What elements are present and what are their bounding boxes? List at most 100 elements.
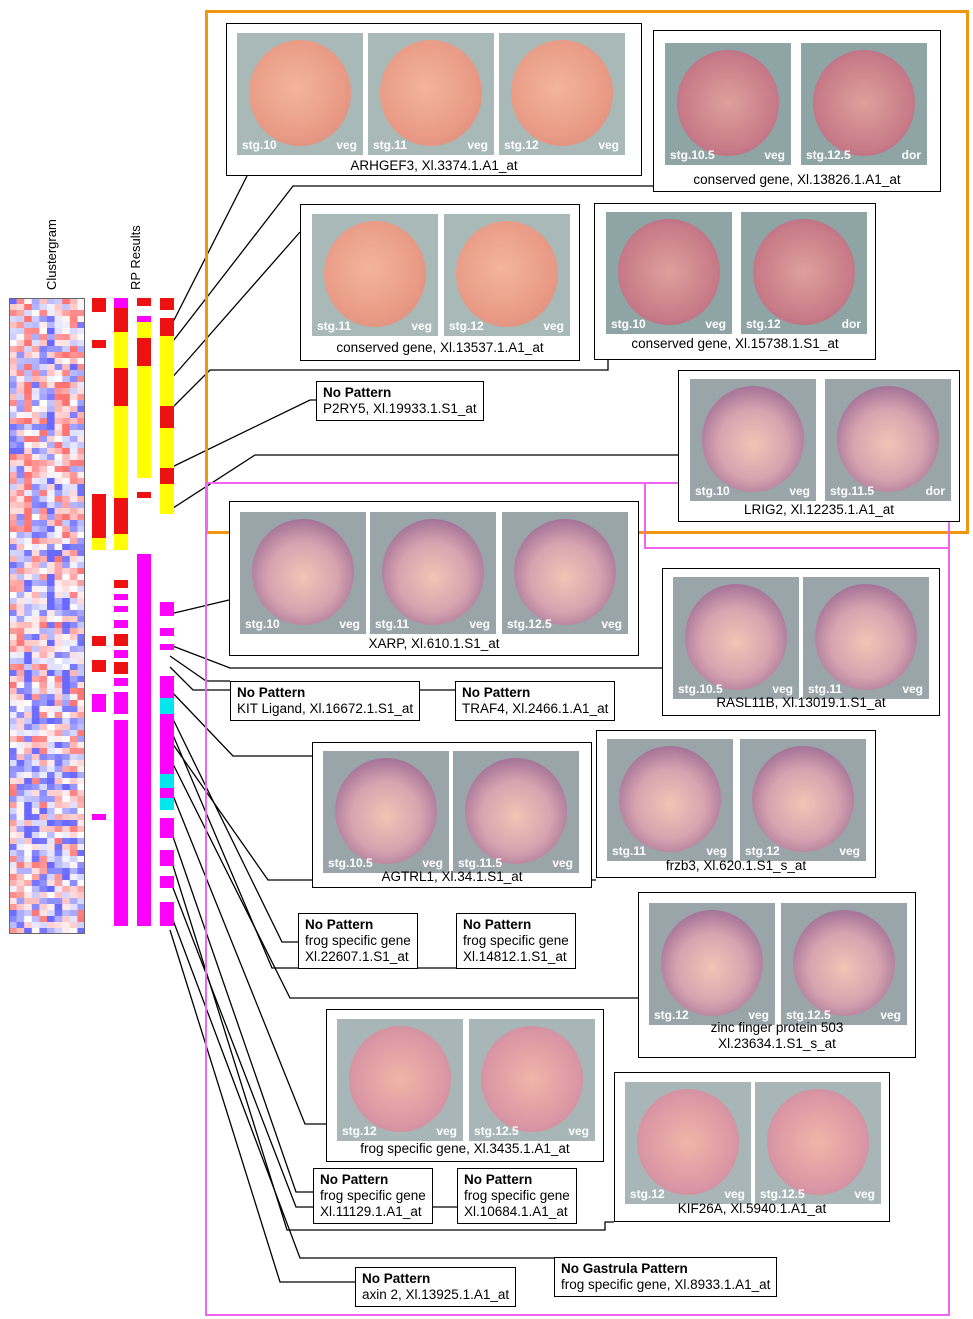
- heatmap-cell: [62, 436, 71, 443]
- heatmap-cell: [31, 562, 40, 569]
- heatmap-cell: [54, 436, 63, 443]
- rp-result-block: [160, 602, 174, 616]
- clustergram-label: Clustergram: [44, 219, 59, 290]
- heatmap-cell: [62, 820, 71, 827]
- heatmap-cell: [9, 832, 17, 839]
- heatmap-cell: [69, 400, 78, 407]
- heatmap-cell: [77, 874, 85, 881]
- heatmap-cell: [77, 658, 85, 665]
- heatmap-cell: [31, 502, 40, 509]
- heatmap-cell: [69, 448, 78, 455]
- heatmap-cell: [24, 856, 33, 863]
- heatmap-cell: [77, 760, 85, 767]
- heatmap-cell: [24, 724, 33, 731]
- heatmap-cell: [47, 724, 55, 731]
- heatmap-cell: [16, 664, 25, 671]
- heatmap-cell: [69, 676, 78, 683]
- heatmap-cell: [54, 508, 63, 515]
- heatmap-cell: [54, 832, 63, 839]
- heatmap-cell: [24, 406, 33, 413]
- embryo-shape: [813, 50, 915, 156]
- heatmap-cell: [69, 832, 78, 839]
- heatmap-cell: [39, 670, 48, 677]
- heatmap-cell: [39, 490, 48, 497]
- heatmap-cell: [54, 364, 63, 371]
- heatmap-cell: [69, 580, 78, 587]
- heatmap-cell: [69, 304, 78, 311]
- heatmap-cell: [47, 886, 55, 893]
- heatmap-cell: [39, 706, 48, 713]
- heatmap-cell: [31, 754, 40, 761]
- panel-caption: zinc finger protein 503: [710, 1020, 844, 1035]
- heatmap-cell: [9, 394, 17, 401]
- heatmap-cell: [9, 358, 17, 365]
- rp-result-block: [114, 406, 128, 498]
- heatmap-cell: [69, 766, 78, 773]
- heatmap-cell: [62, 922, 71, 929]
- heatmap-cell: [62, 670, 71, 677]
- rp-result-block: [114, 620, 128, 628]
- heatmap-cell: [9, 748, 17, 755]
- heatmap-cell: [54, 928, 63, 934]
- heatmap-cell: [69, 358, 78, 365]
- heatmap-cell: [24, 472, 33, 479]
- embryo-shape: [465, 758, 567, 864]
- heatmap-cell: [69, 838, 78, 845]
- heatmap-cell: [47, 424, 55, 431]
- embryo-shape: [815, 584, 917, 690]
- stage-label: stg.10.5: [678, 682, 723, 696]
- heatmap-cell: [62, 538, 71, 545]
- stage-label: stg.10: [611, 317, 646, 331]
- heatmap-cell: [54, 652, 63, 659]
- heatmap-cell: [31, 796, 40, 803]
- stage-label: stg.10.5: [328, 856, 373, 870]
- heatmap-cell: [9, 346, 17, 353]
- heatmap-cell: [62, 400, 71, 407]
- heatmap-cell: [24, 598, 33, 605]
- heatmap-cell: [54, 682, 63, 689]
- no-pattern-title: No Pattern: [237, 685, 306, 700]
- heatmap-cell: [31, 322, 40, 329]
- heatmap-cell: [47, 346, 55, 353]
- heatmap-cell: [69, 928, 78, 934]
- heatmap-cell: [77, 868, 85, 875]
- heatmap-cell: [24, 664, 33, 671]
- heatmap-cell: [54, 424, 63, 431]
- heatmap-cell: [69, 634, 78, 641]
- heatmap-cell: [24, 652, 33, 659]
- heatmap-cell: [31, 466, 40, 473]
- heatmap-cell: [24, 898, 33, 905]
- heatmap-cell: [16, 490, 25, 497]
- heatmap-cell: [69, 550, 78, 557]
- heatmap-cell: [9, 922, 17, 929]
- stage-label: stg.12.5: [760, 1187, 805, 1201]
- heatmap-cell: [47, 922, 55, 929]
- heatmap-cell: [47, 580, 55, 587]
- heatmap-cell: [62, 568, 71, 575]
- heatmap-cell: [54, 802, 63, 809]
- heatmap-cell: [54, 478, 63, 485]
- panel-caption: conserved gene, Xl.13826.1.A1_at: [693, 172, 901, 187]
- heatmap-cell: [69, 760, 78, 767]
- heatmap-cell: [62, 754, 71, 761]
- heatmap-cell: [54, 376, 63, 383]
- heatmap-cell: [31, 376, 40, 383]
- heatmap-cell: [16, 586, 25, 593]
- heatmap-cell: [77, 610, 85, 617]
- heatmap-cell: [24, 790, 33, 797]
- heatmap-cell: [77, 358, 85, 365]
- heatmap-cell: [77, 790, 85, 797]
- heatmap-cell: [77, 514, 85, 521]
- stage-label: stg.12: [630, 1187, 665, 1201]
- heatmap-cell: [16, 460, 25, 467]
- heatmap-cell: [54, 466, 63, 473]
- heatmap-cell: [69, 394, 78, 401]
- view-label: veg: [469, 617, 490, 631]
